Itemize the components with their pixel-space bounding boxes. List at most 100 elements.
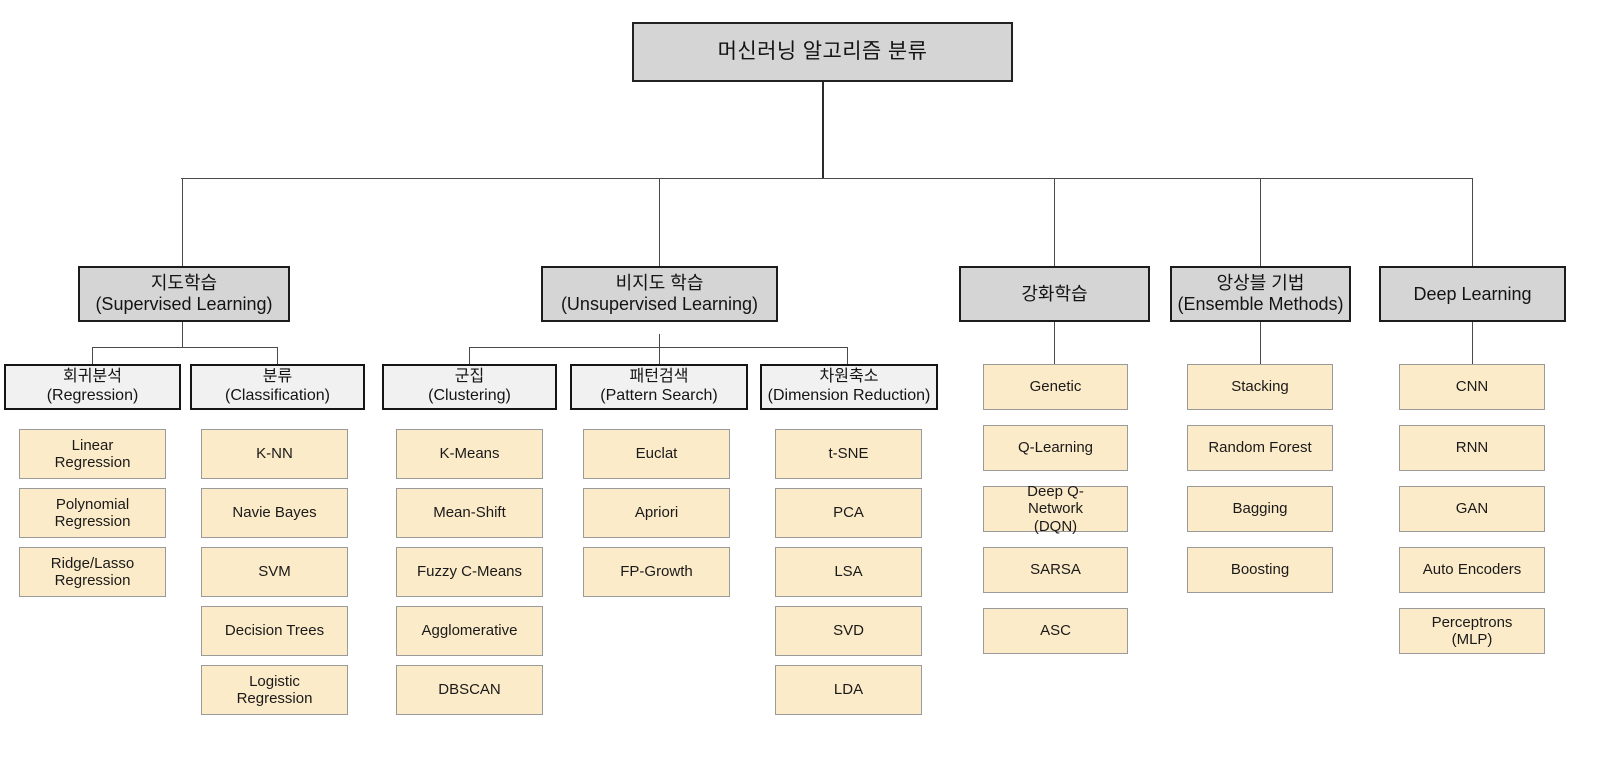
leaf-node[interactable]: Ridge/Lasso Regression xyxy=(19,547,166,597)
connector-drop-deeplearning xyxy=(1472,178,1473,266)
leaf-node[interactable]: Perceptrons (MLP) xyxy=(1399,608,1545,654)
connector-drop-unsupervised xyxy=(659,178,660,266)
connector-unsupervised-stem xyxy=(659,334,660,347)
leaf-node[interactable]: PCA xyxy=(775,488,922,538)
leaf-node[interactable]: Auto Encoders xyxy=(1399,547,1545,593)
leaf-label: Navie Bayes xyxy=(232,504,317,522)
node-dimension-reduction-label: 차원축소 (Dimension Reduction) xyxy=(767,368,931,404)
leaf-label: FP-Growth xyxy=(620,563,693,581)
leaf-label: CNN xyxy=(1455,378,1489,396)
leaf-label: Ridge/Lasso Regression xyxy=(50,554,135,589)
node-pattern-search-label: 패턴검색 (Pattern Search) xyxy=(600,368,718,404)
leaf-node[interactable]: Mean-Shift xyxy=(396,488,543,538)
leaf-node[interactable]: Boosting xyxy=(1187,547,1333,593)
leaf-node[interactable]: Q-Learning xyxy=(983,425,1128,471)
node-supervised-learning-label: 지도학습 (Supervised Learning) xyxy=(95,273,273,314)
leaf-node[interactable]: LDA xyxy=(775,665,922,715)
leaf-node[interactable]: t-SNE xyxy=(775,429,922,479)
leaf-label: LDA xyxy=(833,681,864,699)
leaf-node[interactable]: K-NN xyxy=(201,429,348,479)
node-dimension-reduction[interactable]: 차원축소 (Dimension Reduction) xyxy=(760,364,938,410)
leaf-label: DBSCAN xyxy=(438,681,501,699)
connector-drop-pattern xyxy=(659,347,660,365)
connector-drop-classification xyxy=(277,347,278,365)
leaf-node[interactable]: Apriori xyxy=(583,488,730,538)
leaf-label: Apriori xyxy=(634,504,679,522)
connector-ensemble-stem xyxy=(1260,322,1261,364)
leaf-node[interactable]: Deep Q- Network (DQN) xyxy=(983,483,1128,535)
connector-deeplearning-stem xyxy=(1472,322,1473,364)
node-ensemble-methods-label: 앙상블 기법 (Ensemble Methods) xyxy=(1177,273,1344,314)
connector-drop-ensemble xyxy=(1260,178,1261,266)
leaf-node[interactable]: K-Means xyxy=(396,429,543,479)
node-clustering-label: 군집 (Clustering) xyxy=(428,368,511,404)
leaf-label: SARSA xyxy=(1030,561,1081,579)
node-classification-label: 분류 (Classification) xyxy=(225,368,330,404)
node-clustering[interactable]: 군집 (Clustering) xyxy=(382,364,557,410)
leaf-node[interactable]: CNN xyxy=(1399,364,1545,410)
leaf-label: LSA xyxy=(834,563,863,581)
leaf-label: Boosting xyxy=(1230,561,1290,579)
leaf-node[interactable]: SVD xyxy=(775,606,922,656)
node-deep-learning[interactable]: Deep Learning xyxy=(1379,266,1566,322)
leaf-label: GAN xyxy=(1455,500,1489,518)
node-reinforcement-learning[interactable]: 강화학습 xyxy=(959,266,1150,322)
leaf-node[interactable]: SARSA xyxy=(983,547,1128,593)
leaf-node[interactable]: Stacking xyxy=(1187,364,1333,410)
node-root[interactable]: 머신러닝 알고리즘 분류 xyxy=(632,22,1013,82)
leaf-label: Mean-Shift xyxy=(433,504,506,522)
leaf-node[interactable]: Bagging xyxy=(1187,486,1333,532)
node-root-label: 머신러닝 알고리즘 분류 xyxy=(717,39,928,63)
leaf-label: Perceptrons (MLP) xyxy=(1431,613,1513,648)
connector-supervised-bus xyxy=(92,347,278,348)
leaf-node[interactable]: Random Forest xyxy=(1187,425,1333,471)
leaf-node[interactable]: GAN xyxy=(1399,486,1545,532)
leaf-node[interactable]: Euclat xyxy=(583,429,730,479)
node-unsupervised-learning-label: 비지도 학습 (Unsupervised Learning) xyxy=(560,273,759,314)
leaf-node[interactable]: DBSCAN xyxy=(396,665,543,715)
leaf-label: Auto Encoders xyxy=(1422,561,1522,579)
leaf-node[interactable]: Navie Bayes xyxy=(201,488,348,538)
leaf-label: Q-Learning xyxy=(1017,439,1094,457)
leaf-label: SVD xyxy=(833,622,864,640)
node-reinforcement-learning-label: 강화학습 xyxy=(1021,283,1088,304)
leaf-label: t-SNE xyxy=(828,445,869,463)
node-regression[interactable]: 회귀분석 (Regression) xyxy=(4,364,181,410)
leaf-label: K-NN xyxy=(256,445,293,463)
connector-drop-reinforcement xyxy=(1054,178,1055,266)
leaf-node[interactable]: Agglomerative xyxy=(396,606,543,656)
leaf-node[interactable]: Polynomial Regression xyxy=(19,488,166,538)
node-classification[interactable]: 분류 (Classification) xyxy=(190,364,365,410)
leaf-node[interactable]: Logistic Regression xyxy=(201,665,348,715)
leaf-node[interactable]: Fuzzy C-Means xyxy=(396,547,543,597)
leaf-node[interactable]: FP-Growth xyxy=(583,547,730,597)
node-regression-label: 회귀분석 (Regression) xyxy=(46,368,139,404)
leaf-label: Genetic xyxy=(1029,378,1082,396)
leaf-label: K-Means xyxy=(439,445,500,463)
leaf-node[interactable]: LSA xyxy=(775,547,922,597)
leaf-label: ASC xyxy=(1040,622,1071,640)
leaf-label: Polynomial Regression xyxy=(54,495,131,530)
leaf-label: Stacking xyxy=(1231,378,1289,396)
leaf-node[interactable]: SVM xyxy=(201,547,348,597)
leaf-node[interactable]: RNN xyxy=(1399,425,1545,471)
node-unsupervised-learning[interactable]: 비지도 학습 (Unsupervised Learning) xyxy=(541,266,778,322)
leaf-label: Fuzzy C-Means xyxy=(416,563,523,581)
leaf-label: Random Forest xyxy=(1208,439,1312,457)
leaf-node[interactable]: ASC xyxy=(983,608,1128,654)
leaf-label: Agglomerative xyxy=(421,622,518,640)
leaf-label: Deep Q- Network (DQN) xyxy=(1027,483,1084,535)
leaf-node[interactable]: Genetic xyxy=(983,364,1128,410)
leaf-label: Bagging xyxy=(1232,500,1288,518)
leaf-node[interactable]: Decision Trees xyxy=(201,606,348,656)
leaf-label: Logistic Regression xyxy=(236,672,313,707)
leaf-node[interactable]: Linear Regression xyxy=(19,429,166,479)
leaf-label: PCA xyxy=(833,504,864,522)
node-supervised-learning[interactable]: 지도학습 (Supervised Learning) xyxy=(78,266,290,322)
node-ensemble-methods[interactable]: 앙상블 기법 (Ensemble Methods) xyxy=(1170,266,1351,322)
connector-main-bus xyxy=(181,178,1473,179)
connector-supervised-stem xyxy=(182,322,183,347)
node-pattern-search[interactable]: 패턴검색 (Pattern Search) xyxy=(570,364,748,410)
connector-drop-clustering xyxy=(469,347,470,365)
